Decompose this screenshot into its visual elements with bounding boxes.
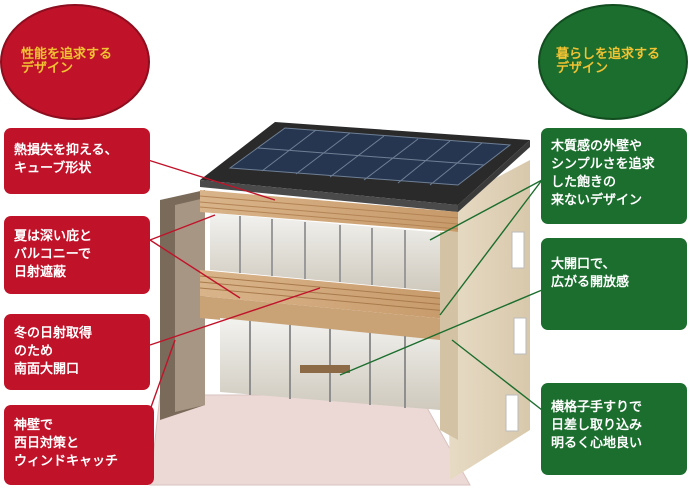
connector-red-1 — [147, 159, 276, 201]
label-line: 横格子手すりで — [551, 400, 643, 415]
header-left-line: デザイン — [21, 61, 74, 76]
connector-green-1 — [429, 179, 543, 241]
connector-green-3 — [451, 339, 543, 411]
label-line: 神壁で — [14, 418, 54, 433]
railing-slats — [199, 275, 459, 313]
eave-grain — [199, 195, 459, 230]
label-line: キューブ形状 — [14, 161, 92, 176]
solar-panels — [228, 127, 512, 186]
label-line: 西日対策と — [14, 436, 80, 451]
label-line: のため — [14, 344, 54, 359]
label-line: 夏は深い庇と — [14, 229, 93, 244]
header-right-line: 暮らしを追求する — [556, 47, 661, 62]
label-line: シンプルさを追求 — [551, 157, 655, 172]
label-line: した飽きの — [551, 175, 617, 190]
header-right-oval — [538, 4, 688, 120]
label-line: ウィンドキャッチ — [14, 454, 119, 469]
side-window — [505, 394, 519, 432]
label-line: 熱損失を抑える、 — [14, 143, 118, 158]
interior-table — [300, 365, 350, 373]
label-line: 明るく心地良い — [551, 436, 643, 451]
header-left-line: 性能を追求する — [21, 47, 113, 62]
header-right-line: デザイン — [556, 61, 609, 76]
label-large-opening: 大開口で、 広がる開放感 — [541, 238, 687, 330]
label-line: 冬の日射取得 — [14, 326, 93, 341]
upper-eave — [200, 190, 458, 232]
label-line: 木質感の外壁や — [551, 139, 643, 154]
label-line: 来ないデザイン — [551, 193, 643, 208]
header-left-oval — [0, 4, 150, 120]
label-winter-sun: 冬の日射取得 のため 南面大開口 — [4, 314, 150, 390]
label-line: 日射遮蔽 — [14, 265, 67, 280]
label-line: 広がる開放感 — [551, 275, 630, 290]
label-line: 大開口で、 — [551, 257, 616, 272]
connector-red-2 — [149, 239, 241, 299]
upper-interior — [210, 213, 445, 292]
label-line: バルコニーで — [14, 247, 91, 262]
upper-window-frames — [239, 216, 406, 288]
connector-green-2 — [339, 289, 543, 376]
connector-red-2b — [149, 214, 216, 241]
label-cube-shape: 熱損失を抑える、 キューブ形状 — [4, 128, 150, 194]
label-wood-exterior: 木質感の外壁や シンプルさを追求 した飽きの 来ないデザイン — [541, 128, 687, 224]
roof-edge — [200, 180, 458, 212]
header-right-title: 暮らしを追求する デザイン — [556, 48, 660, 76]
label-fin-wall: 神壁で 西日対策と ウィンドキャッチ — [4, 405, 154, 485]
label-line: 日差し取り込み — [551, 418, 643, 433]
side-window — [511, 231, 525, 269]
side-window — [513, 317, 527, 355]
connector-green-1b — [439, 179, 543, 316]
corner-pillar — [440, 232, 458, 440]
label-summer-shading: 夏は深い庇と バルコニーで 日射遮蔽 — [4, 216, 150, 294]
label-line: 南面大開口 — [14, 362, 80, 377]
middle-band — [200, 296, 458, 342]
connector-red-4 — [149, 339, 176, 411]
label-lattice-railing: 横格子手すりで 日差し取り込み 明るく心地良い — [541, 383, 687, 475]
fin-wall-face — [175, 198, 205, 412]
header-left-title: 性能を追求する デザイン — [21, 48, 112, 76]
connector-red-3 — [149, 287, 321, 346]
roof-edge — [458, 140, 530, 212]
